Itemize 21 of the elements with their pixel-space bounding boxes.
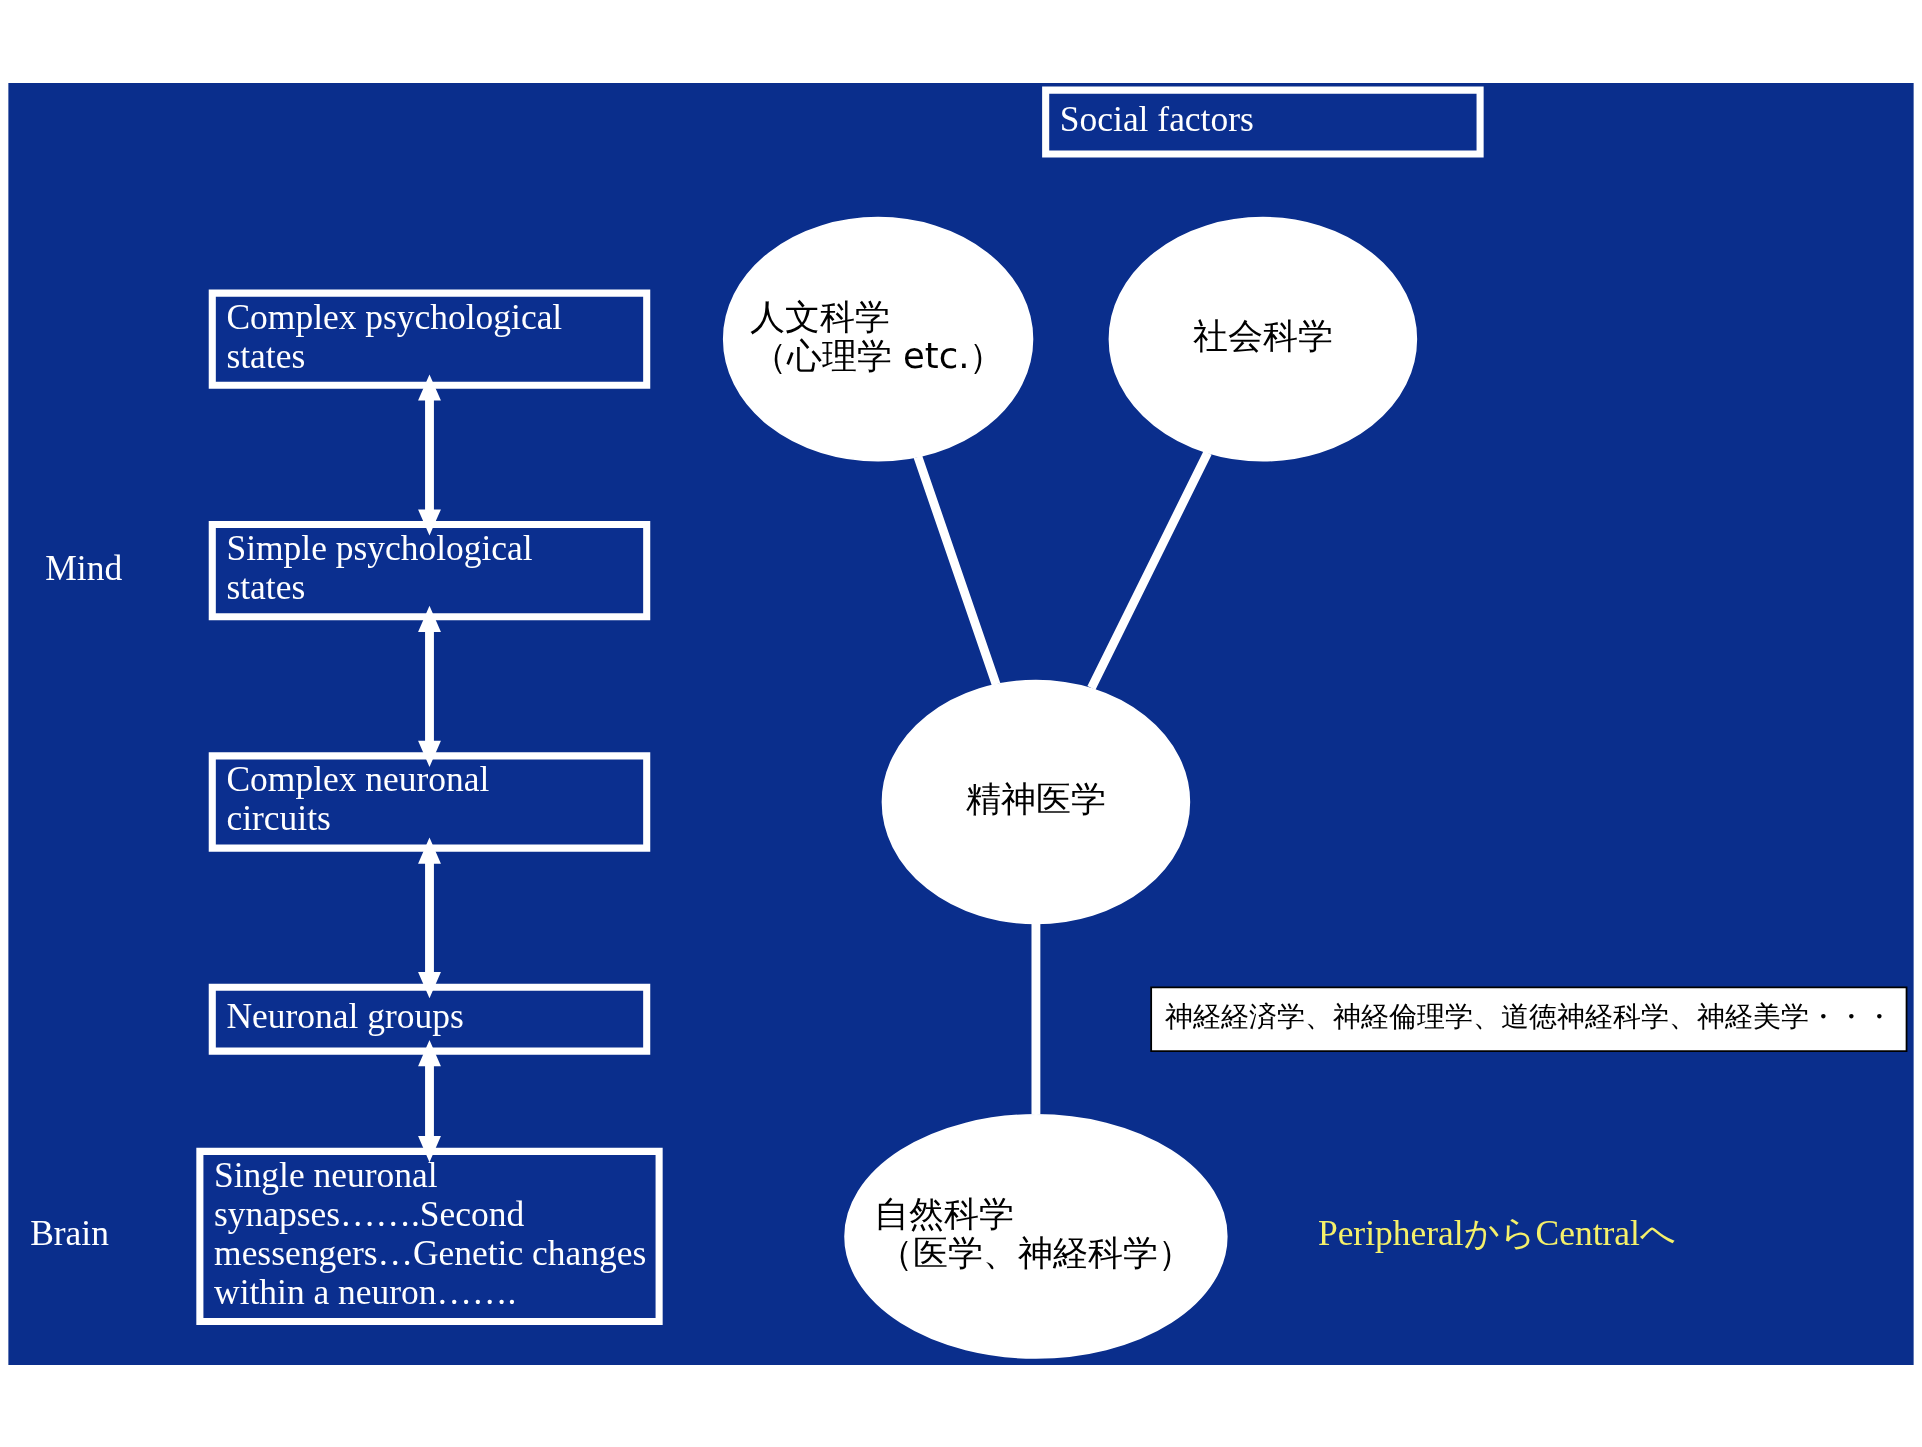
- node-ellipse: 自然科学 （医学、神経科学）: [844, 1113, 1228, 1359]
- connector: [913, 454, 1001, 686]
- node-ellipse: 社会科学: [1108, 216, 1418, 462]
- label: PeripheralからCentralへ: [1317, 1212, 1676, 1253]
- node-box: Complex psychological states: [208, 289, 651, 389]
- node-box: 神経経済学、神経倫理学、道徳神経科学、神経美学・・・: [1150, 985, 1908, 1052]
- node-box: Complex neuronal circuits: [208, 751, 651, 852]
- connector: [1031, 923, 1041, 1115]
- node-ellipse: 精神医学: [881, 679, 1191, 924]
- label: Mind: [45, 546, 123, 587]
- arrow: [418, 373, 441, 536]
- node-box: Neuronal groups: [208, 983, 651, 1055]
- node-box: Simple psychological states: [208, 520, 651, 620]
- arrow: [418, 837, 441, 998]
- node-box: Social factors: [1042, 86, 1484, 157]
- arrow: [418, 1039, 441, 1162]
- node-box: Single neuronal synapses…….Second messengers…Genetic changes within a neuron…….: [196, 1147, 663, 1325]
- label: Brain: [30, 1212, 109, 1253]
- arrow: [418, 605, 441, 767]
- connector: [1087, 450, 1212, 690]
- node-ellipse: 人文科学 （心理学 etc.）: [722, 216, 1034, 462]
